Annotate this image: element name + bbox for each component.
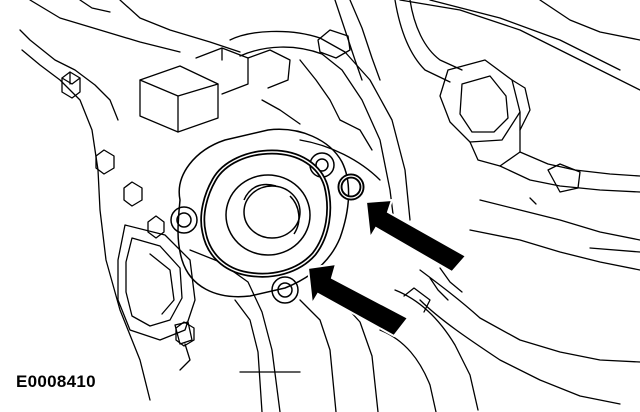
figure-id: E0008410 (16, 372, 96, 391)
gasket (200, 149, 332, 278)
arrow-icon (364, 198, 468, 274)
o-ring (337, 173, 365, 201)
thermostat-housing-flange (170, 128, 350, 304)
engine-background-linework (19, 0, 640, 412)
arrow-icon (306, 262, 410, 338)
